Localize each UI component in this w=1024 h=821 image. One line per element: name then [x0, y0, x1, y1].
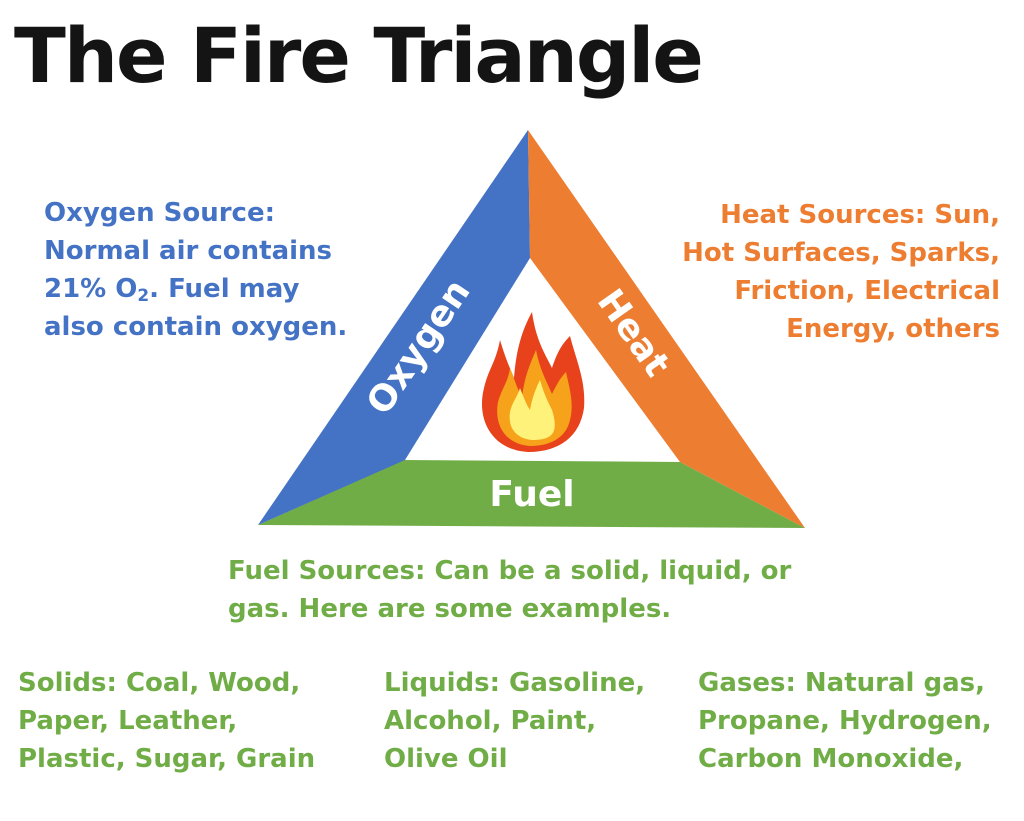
oxygen-side — [258, 130, 530, 525]
fuel-sources-text: Fuel Sources: Can be a solid, liquid, or… — [228, 552, 791, 628]
solids-examples: Solids: Coal, Wood, Paper, Leather, Plas… — [18, 664, 315, 778]
oxygen-line-1: Oxygen Source: — [44, 198, 275, 228]
heat-line-2: Hot Surfaces, Sparks, — [682, 238, 1000, 268]
fuel-label: Fuel — [489, 474, 574, 515]
liquids-line-3: Olive Oil — [384, 744, 508, 774]
heat-line-3: Friction, Electrical — [734, 276, 1000, 306]
gases-line-2: Propane, Hydrogen, — [698, 706, 992, 736]
liquids-line-1: Liquids: Gasoline, — [384, 668, 646, 698]
gases-line-3: Carbon Monoxide, — [698, 744, 964, 774]
fuel-side — [258, 460, 805, 528]
fuel-line-1: Fuel Sources: Can be a solid, liquid, or — [228, 556, 792, 586]
fire-icon — [481, 312, 585, 452]
gases-line-1: Gases: Natural gas, — [698, 668, 986, 698]
oxygen-source-text: Oxygen Source: Normal air contains 21% O… — [44, 194, 347, 346]
oxygen-line-4: also contain oxygen. — [44, 312, 348, 342]
oxygen-line-3-post: . Fuel may — [149, 274, 300, 304]
heat-line-4: Energy, others — [786, 314, 1000, 344]
heat-sources-text: Heat Sources: Sun, Hot Surfaces, Sparks,… — [682, 196, 1000, 348]
heat-line-1: Heat Sources: Sun, — [720, 200, 1000, 230]
oxygen-line-3-pre: 21% O — [44, 274, 138, 304]
gases-examples: Gases: Natural gas, Propane, Hydrogen, C… — [698, 664, 992, 778]
solids-line-3: Plastic, Sugar, Grain — [18, 744, 316, 774]
oxygen-line-2: Normal air contains — [44, 236, 333, 266]
page-title: The Fire Triangle — [14, 11, 704, 100]
liquids-examples: Liquids: Gasoline, Alcohol, Paint, Olive… — [384, 664, 645, 778]
oxygen-subscript: 2 — [137, 285, 150, 306]
solids-line-1: Solids: Coal, Wood, — [18, 668, 301, 698]
liquids-line-2: Alcohol, Paint, — [384, 706, 597, 736]
oxygen-line-3: 21% O2. Fuel may — [44, 270, 347, 308]
fuel-line-2: gas. Here are some examples. — [228, 594, 672, 624]
heat-side — [528, 130, 805, 528]
flame-inner — [509, 380, 555, 440]
solids-line-2: Paper, Leather, — [18, 706, 238, 736]
